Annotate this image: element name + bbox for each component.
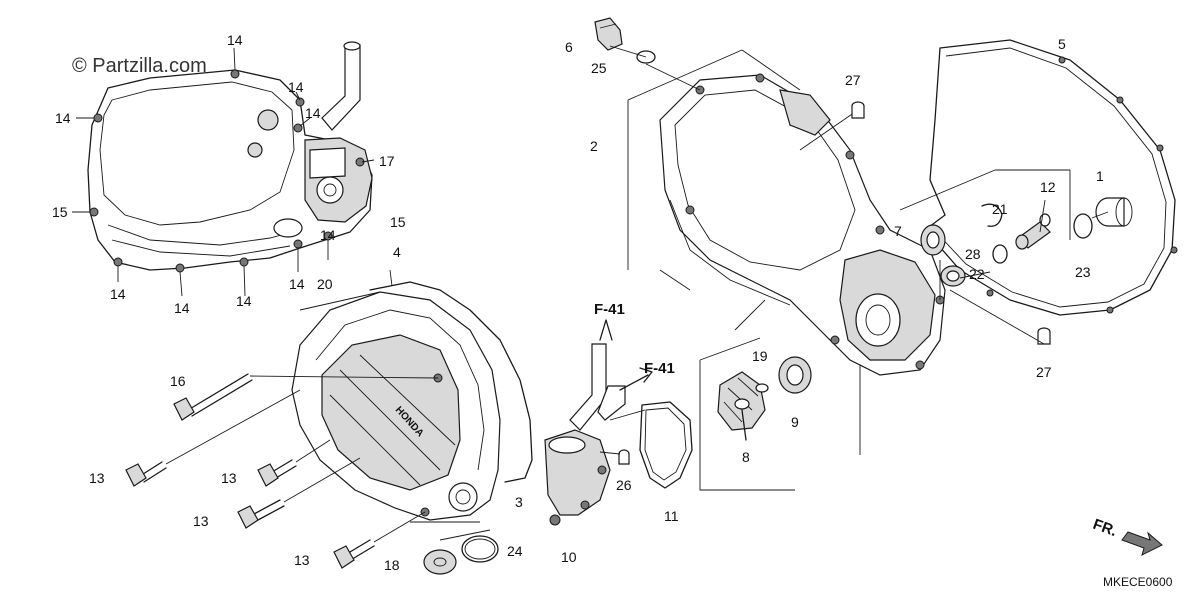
dowel-26 — [618, 449, 630, 465]
bolt-13-c — [237, 499, 285, 529]
dowel-27-top — [851, 101, 865, 119]
callout-14: 14 — [236, 293, 252, 309]
callout-14: 14 — [227, 32, 243, 48]
callout-16: 16 — [170, 373, 186, 389]
callout-17: 17 — [379, 153, 395, 169]
callout-27: 27 — [845, 72, 861, 88]
bolt-13-d — [333, 539, 375, 569]
assembled-clutch-cover — [87, 41, 373, 273]
callout-24: 24 — [507, 543, 523, 559]
callout-14: 14 — [110, 286, 126, 302]
bolt-13-a — [125, 461, 167, 487]
impeller-8 — [717, 371, 766, 441]
callout-21: 21 — [992, 201, 1008, 217]
seal-9 — [778, 356, 812, 394]
alignment-lines-lower-left — [165, 269, 491, 543]
callout-13: 13 — [89, 470, 105, 486]
callout-5: 5 — [1058, 36, 1066, 52]
callout-8: 8 — [742, 449, 750, 465]
callout-14: 14 — [305, 105, 321, 121]
diagram-code: MKECE0600 — [1103, 575, 1173, 589]
bolt-16 — [173, 373, 253, 421]
callout-13: 13 — [294, 552, 310, 568]
callout-14: 14 — [288, 79, 304, 95]
callout-2: 2 — [590, 138, 598, 154]
circlip-21 — [981, 203, 1003, 227]
callout-20: 20 — [317, 276, 333, 292]
seal-7 — [920, 224, 946, 256]
dashed-box-cover — [609, 45, 859, 331]
callout-15: 15 — [52, 204, 68, 220]
callout-4: 4 — [393, 244, 401, 260]
callout-14: 14 — [289, 276, 305, 292]
callout-13: 13 — [221, 470, 237, 486]
cap-18 — [423, 549, 457, 575]
o-ring-23 — [1073, 213, 1093, 239]
callout-13: 13 — [193, 513, 209, 529]
callout-7: 7 — [894, 223, 902, 239]
callout-9: 9 — [791, 414, 799, 430]
callout-12: 12 — [1040, 179, 1056, 195]
o-ring-24 — [461, 535, 499, 563]
callout-14: 14 — [174, 300, 190, 316]
bushing-1 — [1095, 197, 1133, 227]
callout-1: 1 — [1096, 168, 1104, 184]
oil-filler-cap-6 — [594, 17, 623, 51]
dashed-box-shaft — [899, 169, 1109, 345]
callout-15: 15 — [390, 214, 406, 230]
gasket-4 — [369, 281, 533, 483]
watermark: © Partzilla.com — [72, 55, 207, 77]
callout-3: 3 — [515, 494, 523, 510]
ref-f41: F-41 — [594, 301, 625, 318]
shaft-12 — [1015, 213, 1051, 250]
bearing-22 — [940, 265, 966, 287]
callout-19: 19 — [752, 348, 768, 364]
front-arrow-icon — [1121, 531, 1163, 556]
callout-6: 6 — [565, 39, 573, 55]
front-direction-indicator: FR. — [1091, 516, 1163, 556]
o-ring-28 — [992, 244, 1008, 264]
callout-23: 23 — [1075, 264, 1091, 280]
callout-10: 10 — [561, 549, 577, 565]
ref-f41: F-41 — [644, 360, 675, 377]
callout-28: 28 — [965, 246, 981, 262]
leaders-top-left — [72, 47, 375, 297]
arrows-f41 — [599, 319, 653, 455]
callout-18: 18 — [384, 557, 400, 573]
gasket-5 — [924, 39, 1178, 316]
gasket-11 — [639, 401, 693, 489]
callout-22: 22 — [969, 266, 985, 282]
callout-14: 14 — [320, 227, 336, 243]
o-ring-25 — [636, 50, 656, 64]
callout-27: 27 — [1036, 364, 1052, 380]
callout-11: 11 — [664, 508, 679, 524]
outer-clutch-cover: HONDA — [291, 291, 501, 521]
front-label: FR. — [1091, 516, 1120, 540]
callout-labels: 14 14 14 14 17 15 15 14 20 14 14 14 14 4… — [52, 32, 1104, 573]
callout-26: 26 — [616, 477, 632, 493]
callout-25: 25 — [591, 60, 607, 76]
callout-14: 14 — [55, 110, 71, 126]
water-pump-cover-10 — [544, 343, 626, 526]
bolt-13-b — [257, 459, 297, 487]
washer-19 — [755, 383, 769, 393]
right-crankcase-cover — [659, 73, 946, 376]
